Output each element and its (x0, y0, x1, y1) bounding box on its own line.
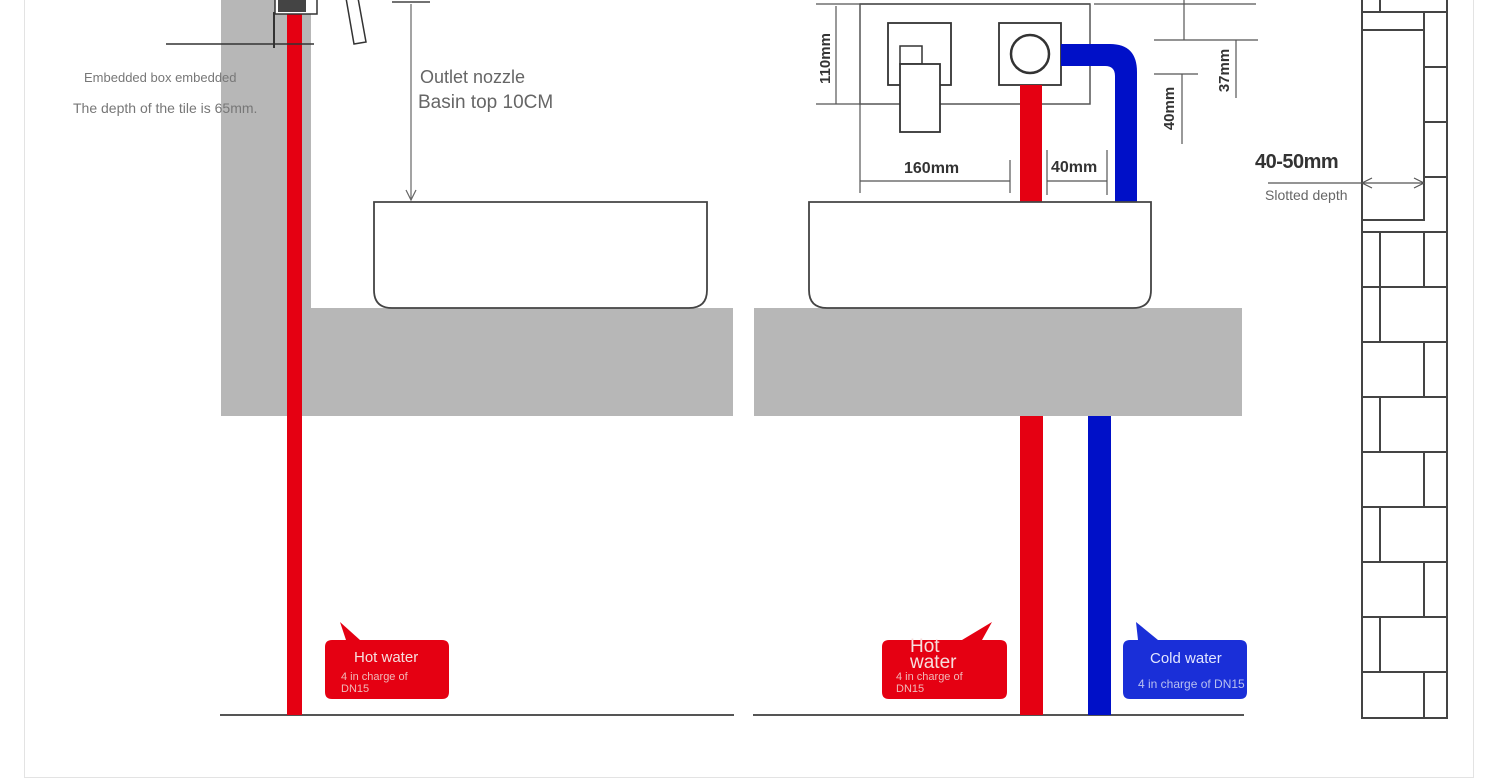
right-basin (808, 201, 1152, 309)
right-hot-pipe-upper (1020, 85, 1042, 203)
dim-110-label: 110mm (816, 33, 834, 84)
mixer-knob (1009, 33, 1051, 75)
right-hot-sub: 4 in charge of DN15 (896, 671, 963, 695)
left-faucet-handle (345, 0, 367, 45)
basin-top-arrow-head (405, 189, 417, 202)
outlet-nozzle-label: Outlet nozzle (420, 67, 526, 87)
right-cold-pipe-lower (1088, 416, 1111, 715)
tile-depth-label: The depth of the tile is 65mm. (73, 100, 258, 116)
left-hot-bubble (325, 622, 449, 699)
left-hot-title: Hot water (354, 649, 419, 666)
spout-nozzle (899, 63, 941, 133)
left-hot-sub: 4 in charge of DN15 (341, 671, 408, 695)
wall-slot (1361, 29, 1425, 221)
cold-title: Cold water (1150, 650, 1222, 667)
right-hot-bubble (882, 622, 1007, 699)
cold-sub: 4 in charge of DN15 (1138, 677, 1245, 691)
right-hot-title: Hot water (910, 636, 957, 673)
right-cold-bubble (1123, 622, 1247, 699)
left-basin (373, 201, 708, 309)
slot-depth-arrow-right (1413, 177, 1426, 189)
basin-top-label: Basin top 10CM (418, 92, 554, 113)
embedded-box-label: Embedded box embedded (84, 70, 237, 85)
right-hot-pipe-lower (1020, 416, 1043, 715)
left-hot-pipe (287, 0, 302, 715)
right-cold-pipe-upper (1061, 44, 1137, 203)
right-counter-slab (754, 308, 1242, 416)
slotted-depth-label: Slotted depth (1265, 187, 1348, 203)
dim-40v-label: 40mm (1161, 86, 1179, 131)
slot-range-label: 40-50mm (1255, 151, 1339, 173)
left-faucet-cap (278, 0, 306, 12)
spout-inner-square (899, 45, 923, 65)
slot-depth-arrow-left (1360, 177, 1373, 189)
dim-160-label: 160mm (904, 160, 960, 177)
dim-40h-label: 40mm (1051, 159, 1098, 176)
left-counter-slab (221, 308, 733, 416)
dim-37-label: 37mm (1216, 48, 1234, 93)
